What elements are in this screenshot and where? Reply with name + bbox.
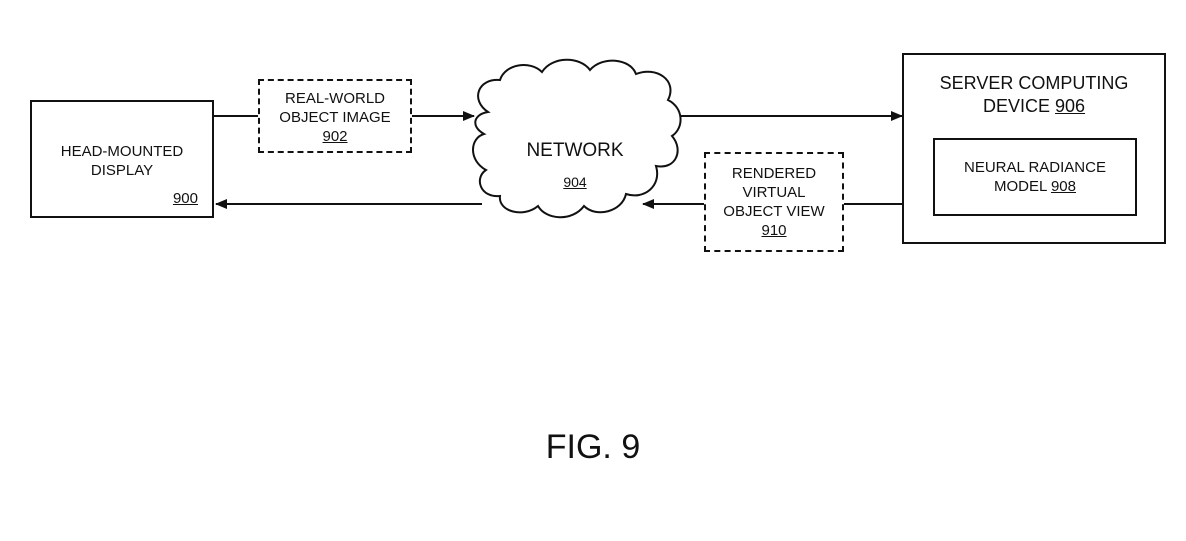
- real-world-object-image-box: REAL-WORLD OBJECT IMAGE 902: [258, 79, 412, 153]
- head-mounted-display-box: HEAD-MOUNTED DISPLAY 900: [30, 100, 214, 218]
- network-cloud-shape: [472, 58, 682, 219]
- figure-caption: FIG. 9: [545, 428, 641, 466]
- server-ref-number: 906: [1055, 96, 1086, 116]
- view-ref-number: 910: [761, 222, 787, 239]
- neural-radiance-model-box: NEURAL RADIANCE MODEL 908: [933, 138, 1137, 216]
- view-label-line1: RENDERED: [731, 165, 817, 182]
- rendered-virtual-object-view-box: RENDERED VIRTUAL OBJECT VIEW 910: [704, 152, 844, 252]
- server-computing-device-box: SERVER COMPUTING DEVICE 906 NEURAL RADIA…: [902, 53, 1166, 244]
- image-ref-number: 902: [322, 128, 348, 145]
- hmd-label-line2: DISPLAY: [90, 162, 154, 179]
- hmd-label-line1: HEAD-MOUNTED: [60, 143, 184, 160]
- network-label: NETWORK: [526, 140, 624, 161]
- server-label-line1: SERVER COMPUTING: [939, 73, 1129, 93]
- view-label-line3: OBJECT VIEW: [723, 203, 825, 220]
- view-label-line2: VIRTUAL: [742, 184, 806, 201]
- network-node: NETWORK 904: [500, 140, 650, 190]
- image-label-line1: REAL-WORLD: [284, 90, 385, 107]
- hmd-ref-number: 900: [172, 190, 198, 207]
- model-label-line2: MODEL: [994, 178, 1047, 195]
- network-ref-number: 904: [563, 174, 587, 190]
- image-label-line2: OBJECT IMAGE: [279, 109, 391, 126]
- model-label-line1: NEURAL RADIANCE: [964, 159, 1106, 176]
- server-label-line2: DEVICE: [982, 96, 1050, 116]
- model-ref-number: 908: [1050, 178, 1076, 195]
